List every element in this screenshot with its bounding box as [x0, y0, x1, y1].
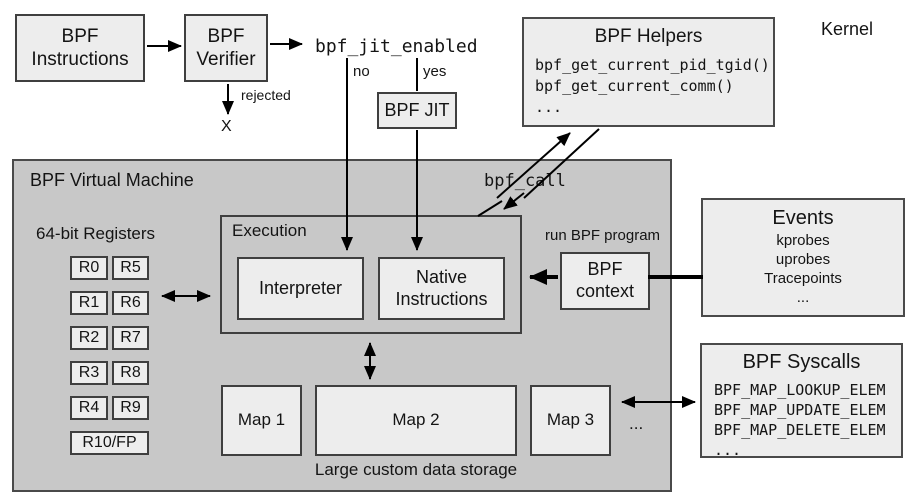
register-r7: R7 [112, 326, 149, 350]
register-r1: R1 [70, 291, 108, 315]
syscall-item: BPF_MAP_UPDATE_ELEM [714, 401, 886, 419]
register-r0: R0 [70, 256, 108, 280]
events-title: Events [772, 207, 834, 229]
rejected-label: rejected [241, 87, 291, 103]
run-bpf-program-label: run BPF program [545, 227, 661, 244]
register-r5: R5 [112, 256, 149, 280]
event-item: uprobes [775, 251, 831, 268]
helper-function: bpf_get_current_pid_tgid() [535, 56, 770, 74]
bpf-context-box: BPF context [560, 252, 650, 310]
register-r6: R6 [112, 291, 149, 315]
syscall-item-more: ... [714, 441, 742, 459]
map2-box: Map 2 [315, 385, 517, 456]
bpf-call-label: bpf_call [484, 171, 566, 191]
syscalls-title: BPF Syscalls [742, 351, 861, 373]
syscall-item: BPF_MAP_DELETE_ELEM [714, 421, 886, 439]
register-r10-fp: R10/FP [70, 431, 149, 455]
register-r4: R4 [70, 396, 108, 420]
helper-function: bpf_get_current_comm() [535, 77, 734, 95]
register-r8: R8 [112, 361, 149, 385]
register-r9: R9 [112, 396, 149, 420]
helper-function-more: ... [535, 98, 563, 116]
map1-box: Map 1 [221, 385, 302, 456]
register-r2: R2 [70, 326, 108, 350]
bpf-helpers-box: BPF Helpers bpf_get_current_pid_tgid() b… [522, 17, 775, 127]
bpf-jit-enabled-label: bpf_jit_enabled [315, 36, 478, 57]
maps-ellipsis: ... [629, 414, 644, 433]
bpf-verifier-box: BPF Verifier [184, 14, 268, 82]
storage-caption: Large custom data storage [314, 460, 518, 479]
bpf-jit-box: BPF JIT [377, 92, 457, 129]
bpf-helpers-title: BPF Helpers [594, 26, 703, 47]
vm-title: BPF Virtual Machine [30, 170, 194, 190]
register-r3: R3 [70, 361, 108, 385]
interpreter-box: Interpreter [237, 257, 364, 320]
kernel-label: Kernel [821, 19, 874, 39]
event-item: Tracepoints [764, 270, 842, 287]
registers-title: 64-bit Registers [36, 224, 156, 243]
event-item: kprobes [776, 232, 830, 249]
events-box: Events kprobes uprobes Tracepoints ... [701, 198, 905, 317]
syscall-item: BPF_MAP_LOOKUP_ELEM [714, 381, 886, 399]
map3-box: Map 3 [530, 385, 611, 456]
bpf-instructions-box: BPF Instructions [15, 14, 145, 82]
branch-no-label: no [353, 63, 370, 80]
event-item-more: ... [796, 289, 810, 306]
bpf-syscalls-box: BPF Syscalls BPF_MAP_LOOKUP_ELEM BPF_MAP… [700, 343, 903, 459]
native-instructions-box: Native Instructions [378, 257, 505, 320]
rejected-x-mark: X [221, 118, 232, 135]
branch-yes-label: yes [423, 63, 447, 80]
execution-title: Execution [232, 221, 307, 240]
